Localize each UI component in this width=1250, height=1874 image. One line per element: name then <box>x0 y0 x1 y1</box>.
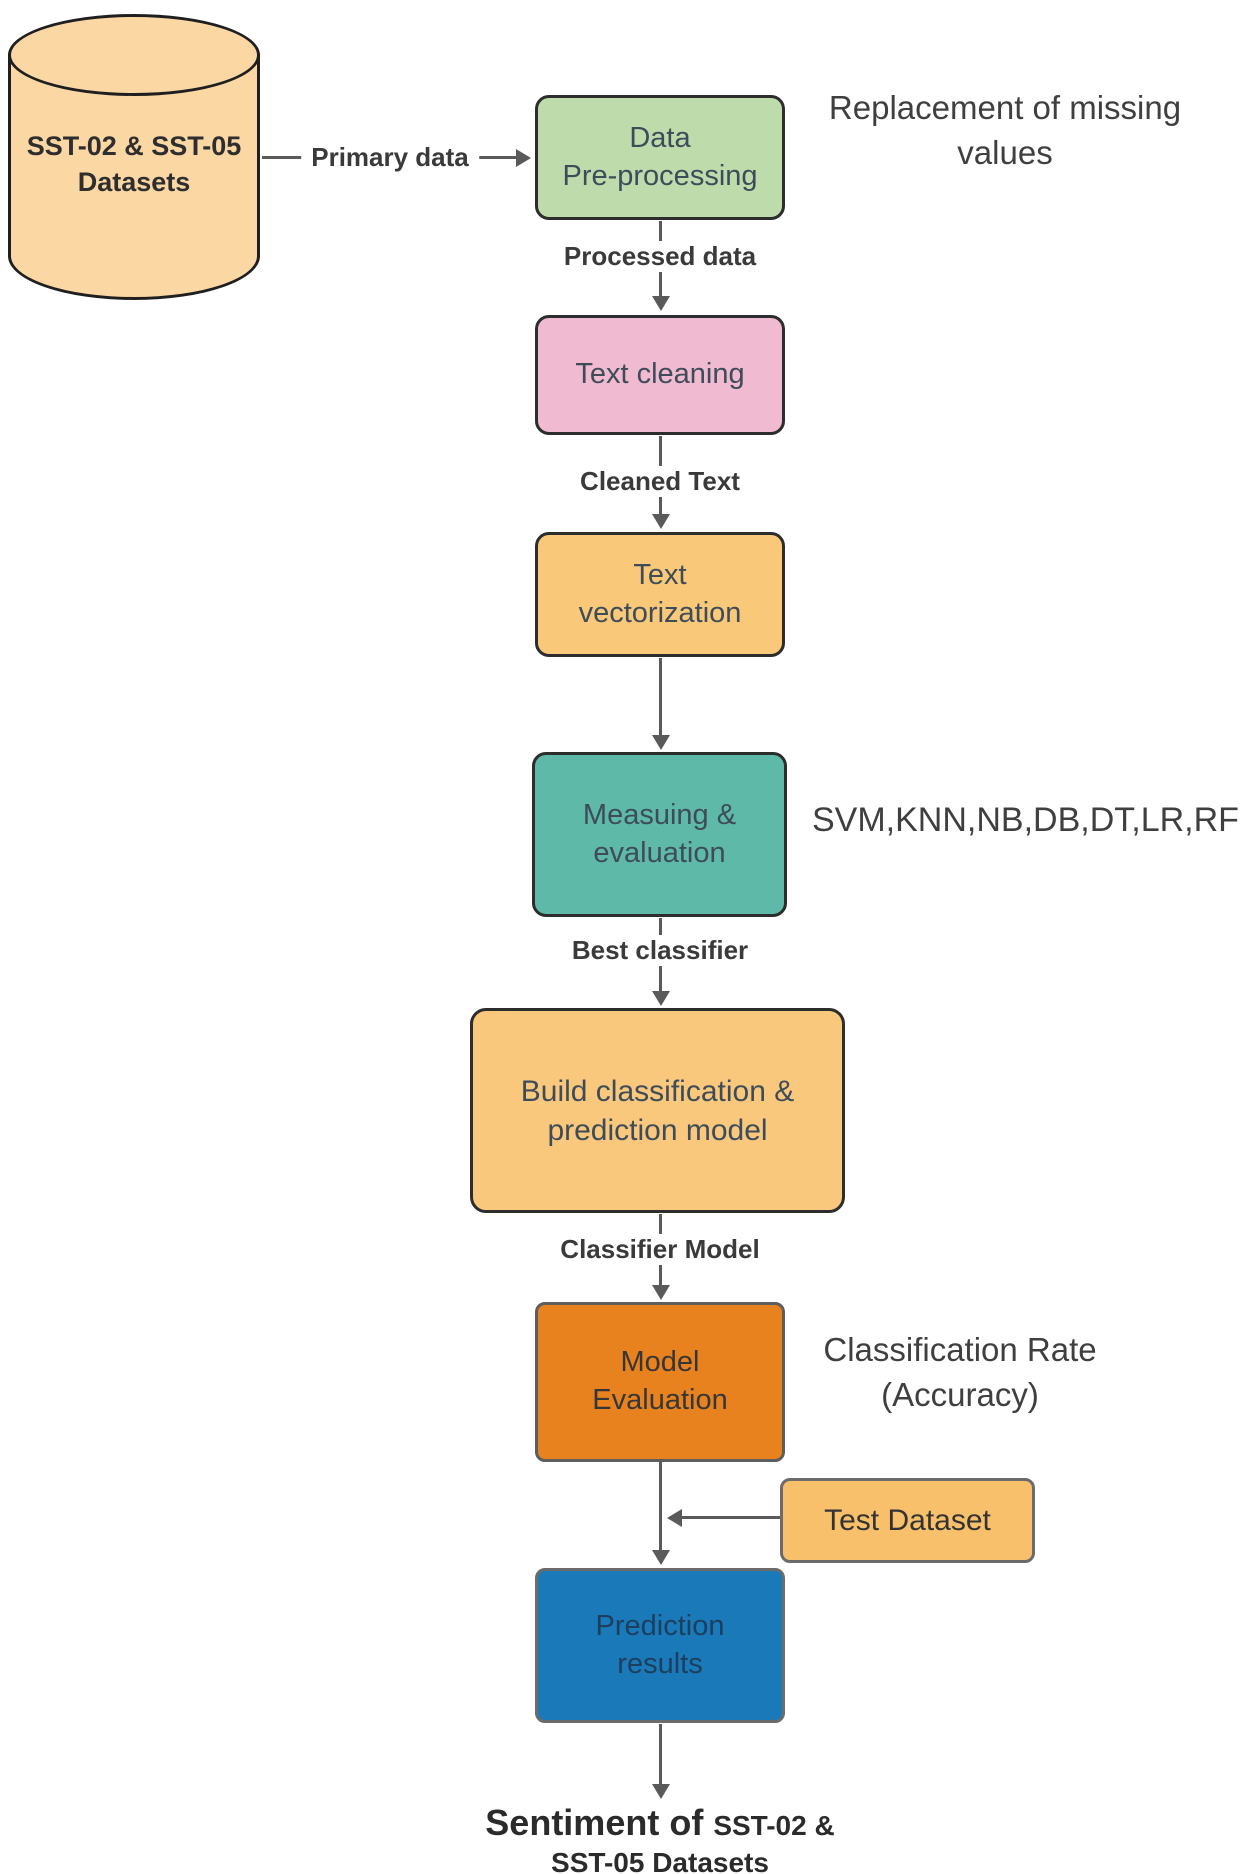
evaluation-to-prediction-arrow <box>659 1462 662 1550</box>
test-dataset-arrow <box>682 1516 780 1519</box>
node-text-vectorization: Text vectorization <box>535 532 785 657</box>
annotation-classifier-list: SVM,KNN,NB,DB,DT,LR,RF <box>812 801 1239 839</box>
output-caption-prefix: Sentiment of <box>485 1802 704 1843</box>
output-caption-line2: SST-05 Datasets <box>551 1847 769 1874</box>
output-caption-suffix: SST-02 & <box>713 1810 835 1841</box>
node-text-cleaning: Text cleaning <box>535 315 785 435</box>
node-data-preprocessing: Data Pre-processing <box>535 95 785 220</box>
edge-label-processed-data: Processed data <box>553 241 767 272</box>
node-test-dataset: Test Dataset <box>780 1478 1035 1563</box>
node-build-model: Build classification & prediction model <box>470 1008 845 1213</box>
node-model-evaluation: Model Evaluation <box>535 1302 785 1462</box>
edge-label-cleaned-text: Cleaned Text <box>570 466 750 497</box>
edge-label-primary-data: Primary data <box>301 142 479 173</box>
vectorization-to-measuring-arrow <box>659 658 662 735</box>
datastore-cylinder-top <box>8 14 260 96</box>
datastore-label: SST-02 & SST-05 Datasets <box>26 131 242 198</box>
node-prediction-results: Prediction results <box>535 1568 785 1723</box>
prediction-to-output-arrow <box>659 1724 662 1784</box>
annotation-classification-rate: Classification Rate (Accuracy) <box>823 1331 1097 1413</box>
edge-label-best-classifier: Best classifier <box>561 935 759 966</box>
edge-label-classifier-model: Classifier Model <box>550 1234 770 1265</box>
output-caption: Sentiment of SST-02 & SST-05 Datasets <box>410 1800 910 1874</box>
annotation-missing-values: Replacement of missing values <box>828 89 1182 171</box>
node-measuring-evaluation: Measuing & evaluation <box>532 752 787 917</box>
